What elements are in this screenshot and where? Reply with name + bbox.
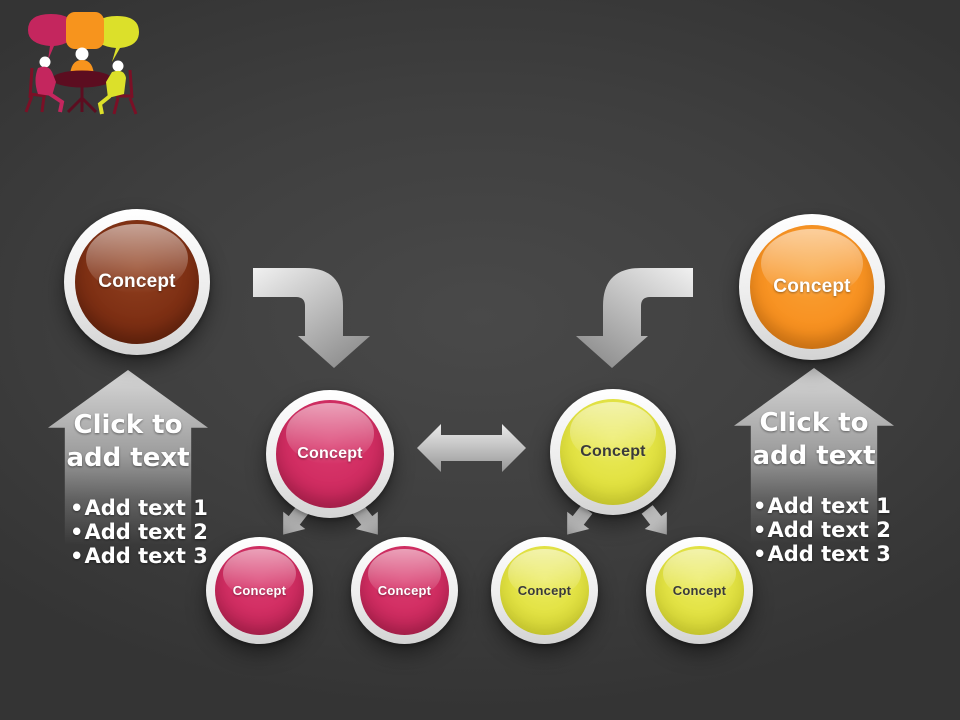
concept-circle-yellow[interactable]: Concept xyxy=(550,389,676,515)
double-headed-arrow-icon xyxy=(417,424,526,472)
text-placeholder-right-bullets[interactable]: •Add text 1 •Add text 2 •Add text 3 xyxy=(753,494,891,566)
bullet-text: Add text 2 xyxy=(767,518,891,542)
concept-circle-pink[interactable]: Concept xyxy=(266,390,394,518)
bullet-item: •Add text 3 xyxy=(70,544,208,568)
concept-circle-pink-face: Concept xyxy=(276,400,384,508)
title-line: Click to xyxy=(759,408,869,438)
bullet-text: Add text 2 xyxy=(84,520,208,544)
chair-right xyxy=(112,69,138,115)
concept-circle-yellow-face: Concept xyxy=(560,399,666,505)
person-head xyxy=(75,47,89,61)
person-right xyxy=(106,70,126,98)
person-left-legs xyxy=(48,92,65,113)
concept-subcircle-face: Concept xyxy=(500,546,589,635)
concept-label: Concept xyxy=(297,445,363,462)
concept-label: Concept xyxy=(98,271,176,292)
bullet-icon: • xyxy=(70,544,84,568)
bullet-item: •Add text 1 xyxy=(753,494,891,518)
concept-circle-orange[interactable]: Concept xyxy=(739,214,885,360)
text-placeholder-left-title[interactable]: Click to add text xyxy=(48,409,208,475)
person-right-legs xyxy=(97,94,112,115)
bullet-text: Add text 3 xyxy=(767,542,891,566)
table xyxy=(52,70,112,88)
bullet-icon: • xyxy=(70,496,84,520)
text-placeholder-left-bullets[interactable]: •Add text 1 •Add text 2 •Add text 3 xyxy=(70,496,208,568)
speech-bubble-pink-icon xyxy=(28,14,74,60)
bullet-item: •Add text 2 xyxy=(70,520,208,544)
concept-circle-brown[interactable]: Concept xyxy=(64,209,210,355)
person-head xyxy=(112,60,124,72)
person-head xyxy=(39,56,51,68)
bullet-item: •Add text 1 xyxy=(70,496,208,520)
concept-circle-brown-face: Concept xyxy=(75,220,199,344)
concept-label: Concept xyxy=(377,583,432,598)
title-line: add text xyxy=(752,441,876,471)
chair-left xyxy=(24,67,47,113)
bullet-item: •Add text 3 xyxy=(753,542,891,566)
concept-label: Concept xyxy=(232,583,287,598)
bullet-text: Add text 1 xyxy=(84,496,208,520)
bullet-icon: • xyxy=(753,542,767,566)
concept-subcircle-pink-1[interactable]: Concept xyxy=(206,537,313,644)
table-legs xyxy=(66,87,98,114)
concept-label: Concept xyxy=(580,443,646,460)
bullet-item: •Add text 2 xyxy=(753,518,891,542)
concept-label: Concept xyxy=(773,276,851,297)
person-left xyxy=(35,66,56,96)
concept-circle-orange-face: Concept xyxy=(750,225,874,349)
bullet-icon: • xyxy=(70,520,84,544)
concept-subcircle-face: Concept xyxy=(655,546,744,635)
curved-arrow-right-icon xyxy=(576,268,693,368)
concept-subcircle-yellow-2[interactable]: Concept xyxy=(646,537,753,644)
people-discussion-clipart xyxy=(24,12,139,115)
concept-subcircle-face: Concept xyxy=(360,546,449,635)
title-line: add text xyxy=(66,443,190,473)
bullet-text: Add text 3 xyxy=(84,544,208,568)
bullet-icon: • xyxy=(753,518,767,542)
concept-label: Concept xyxy=(517,583,572,598)
bullet-text: Add text 1 xyxy=(767,494,891,518)
concept-subcircle-face: Concept xyxy=(215,546,304,635)
concept-subcircle-pink-2[interactable]: Concept xyxy=(351,537,458,644)
bullet-icon: • xyxy=(753,494,767,518)
concept-label: Concept xyxy=(672,583,727,598)
speech-bubble-yellow-icon xyxy=(94,16,139,62)
title-line: Click to xyxy=(73,410,183,440)
speech-bubble-orange-icon xyxy=(66,12,104,49)
text-placeholder-right-title[interactable]: Click to add text xyxy=(734,407,894,473)
curved-arrow-left-icon xyxy=(253,268,370,368)
concept-subcircle-yellow-1[interactable]: Concept xyxy=(491,537,598,644)
